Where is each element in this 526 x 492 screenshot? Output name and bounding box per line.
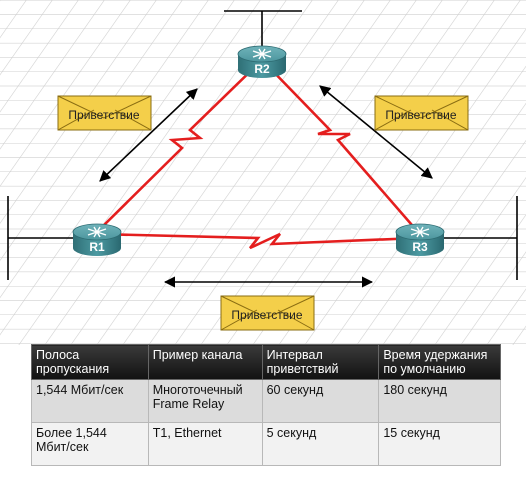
table-header-row: Полоса пропускания Пример канала Интерва… [31, 344, 501, 380]
router-r3: R3 [395, 223, 445, 256]
hello-arrows [99, 85, 433, 288]
cell-link-example: Многоточечный Frame Relay [147, 379, 263, 423]
table-row: 1,544 Мбит/сек Многоточечный Frame Relay… [31, 379, 501, 423]
header-hello-interval: Интервал приветствий [261, 344, 380, 380]
router-r1: R1 [72, 223, 122, 256]
hello-label-bottom: Приветствие [231, 308, 302, 322]
cell-link-example: T1, Ethernet [147, 422, 263, 466]
cell-hello-interval: 5 секунд [261, 422, 380, 466]
header-link-example: Пример канала [147, 344, 263, 380]
arrow-r2-r3 [319, 85, 433, 179]
hello-label-left: Приветствие [68, 108, 139, 122]
hello-envelope-left: Приветствие [57, 95, 152, 131]
hello-label-right: Приветствие [385, 108, 456, 122]
network-diagram: Приветствие Приветствие Приветствие R2 R… [0, 0, 526, 345]
header-bandwidth: Полоса пропускания [31, 344, 149, 380]
hello-envelope-bottom: Приветствие [220, 295, 315, 331]
table-row: Более 1,544 Мбит/сек T1, Ethernet 5 секу… [31, 422, 501, 466]
hello-envelope-right: Приветствие [374, 95, 469, 131]
cell-hold-time: 15 секунд [378, 422, 501, 466]
link-r1-r3 [96, 232, 419, 250]
router-label-r1: R1 [89, 240, 105, 254]
arrow-r1-r2 [99, 88, 198, 182]
router-label-r3: R3 [412, 240, 428, 254]
router-r2: R2 [237, 45, 287, 78]
header-hold-time: Время удержания по умолчанию [378, 344, 501, 380]
cell-hold-time: 180 секунд [378, 379, 501, 423]
cell-bandwidth: Более 1,544 Мбит/сек [31, 422, 149, 466]
router-label-r2: R2 [254, 62, 270, 76]
cell-hello-interval: 60 секунд [261, 379, 380, 423]
hello-timer-table: Полоса пропускания Пример канала Интерва… [31, 344, 501, 466]
cell-bandwidth: 1,544 Мбит/сек [31, 379, 149, 423]
